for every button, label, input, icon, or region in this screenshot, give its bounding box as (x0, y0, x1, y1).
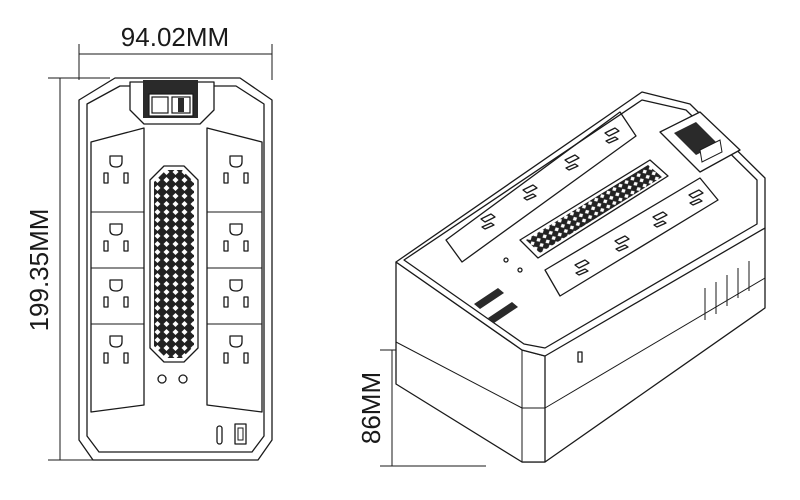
power-strip-top-outline (78, 77, 273, 461)
height-label: 86MM (356, 372, 386, 444)
ac-outlet (223, 279, 249, 308)
ac-outlet (223, 335, 249, 364)
lower-outlet-panel (544, 177, 719, 297)
top-view: 94.02MM 199.35MM (24, 22, 273, 461)
ac-outlet (103, 279, 129, 308)
usb-ports-iso (474, 288, 518, 323)
indicator-led (178, 374, 188, 384)
ac-outlet (103, 335, 129, 364)
right-outlet-panel (206, 127, 263, 413)
side-vents (704, 261, 750, 320)
isometric-view: 86MM (356, 91, 766, 467)
left-outlet-panel (90, 127, 145, 413)
upper-outlet-panel (445, 111, 637, 263)
indicator-led (503, 257, 509, 263)
length-dimension: 199.35MM (24, 77, 110, 461)
width-label: 94.02MM (121, 22, 229, 52)
indicator-led (517, 267, 523, 273)
ac-outlet (223, 223, 249, 252)
power-switch-iso (659, 111, 741, 173)
side-indicator (577, 351, 583, 363)
ac-outlet (223, 155, 249, 184)
ac-outlet (103, 223, 129, 252)
indicator-led (157, 374, 167, 384)
usb-ports (216, 423, 247, 445)
ac-outlet (103, 155, 129, 184)
vent-grille-iso (519, 159, 669, 259)
power-switch (129, 80, 215, 125)
vent-grille (149, 165, 199, 363)
length-label: 199.35MM (24, 209, 54, 332)
width-dimension: 94.02MM (78, 22, 273, 80)
